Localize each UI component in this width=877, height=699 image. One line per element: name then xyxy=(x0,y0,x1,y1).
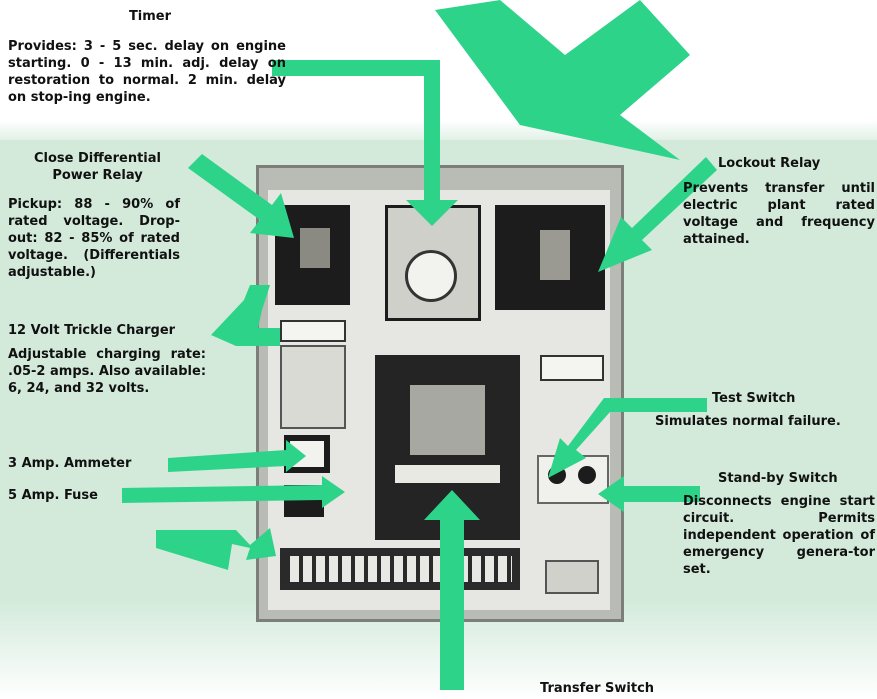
lower-left-arrow xyxy=(156,528,276,570)
charger-plate xyxy=(280,345,346,429)
ammeter-label: 3 Amp. Ammeter xyxy=(8,456,132,471)
close-relay-description: Pickup: 88 - 90% of rated voltage. Drop-… xyxy=(8,197,180,280)
close-relay-title: Close Differential Power Relay xyxy=(34,151,161,183)
standby-switch-arrow xyxy=(598,476,700,512)
close-relay-arrow xyxy=(188,154,294,238)
terminal-strip-right xyxy=(540,355,604,381)
transfer-switch-bar xyxy=(395,465,500,483)
timer-title: Timer xyxy=(128,9,172,24)
ammeter-arrow xyxy=(168,440,306,472)
charger-arrow xyxy=(211,285,280,346)
timer-dial xyxy=(405,250,457,302)
lockout-title: Lockout Relay xyxy=(718,156,821,171)
standby-switch-title: Stand-by Switch xyxy=(718,471,838,486)
big-arrow-top xyxy=(435,0,690,160)
test-switch-title: Test Switch xyxy=(712,391,796,406)
test-switch-description: Simulates normal failure. xyxy=(655,414,841,429)
lockout-relay-coil xyxy=(540,230,570,280)
transfer-switch-label: Transfer Switch xyxy=(540,681,655,696)
charger-title: 12 Volt Trickle Charger xyxy=(8,323,176,338)
standby-switch-knob xyxy=(578,466,596,484)
test-switch-arrow xyxy=(548,398,707,478)
timer-description: Provides: 3 - 5 sec. delay on engine sta… xyxy=(8,39,286,105)
lockout-arrow xyxy=(598,157,717,272)
close-relay-coil xyxy=(300,228,330,268)
standby-switch-description: Disconnects engine start circuit. Permit… xyxy=(683,494,875,577)
lockout-description: Prevents transfer until electric plant r… xyxy=(683,181,875,247)
transfer-switch-arrow xyxy=(424,490,480,690)
terminal-strip-left xyxy=(280,320,346,342)
bottom-terminal-screws xyxy=(290,556,512,582)
fuse-arrow xyxy=(122,476,345,508)
transfer-switch-contacts xyxy=(410,385,485,455)
bottom-right-fittings xyxy=(545,560,599,594)
timer-arrow xyxy=(272,60,458,226)
fuse-label: 5 Amp. Fuse xyxy=(8,488,98,503)
charger-description: Adjustable charging rate: .05-2 amps. Al… xyxy=(8,347,207,396)
